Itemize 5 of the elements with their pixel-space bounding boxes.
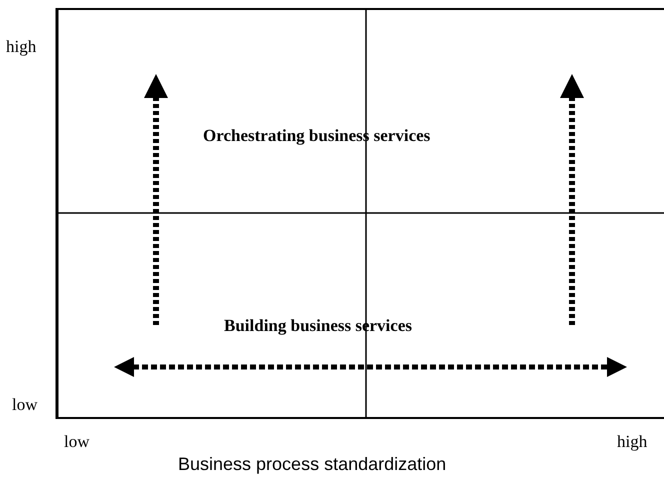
axis-title: Business process standardization bbox=[178, 453, 446, 476]
axis-tick-label: high bbox=[6, 36, 36, 58]
axis-tick-label: high bbox=[617, 431, 648, 452]
axis-tick-label: low bbox=[12, 394, 38, 416]
axis-tick-label: low bbox=[64, 431, 90, 452]
